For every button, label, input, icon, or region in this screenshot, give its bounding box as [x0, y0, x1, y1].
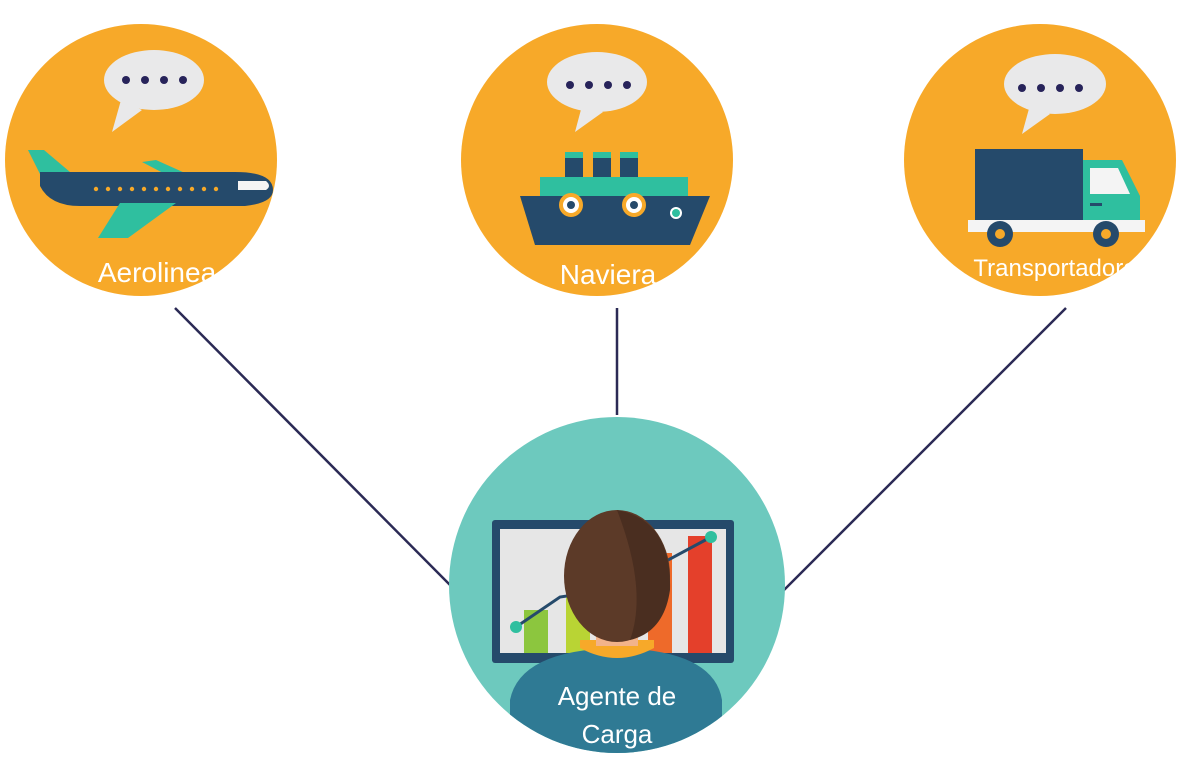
agent-label-line2: Carga — [582, 719, 653, 749]
airline-circle — [5, 24, 277, 296]
ship-icon — [520, 152, 710, 245]
trucking-label: Transportadora — [973, 255, 1137, 282]
airline-label: Aerolinea — [98, 257, 217, 288]
connectors — [174, 307, 1067, 595]
speech-bubble-icon — [547, 52, 647, 132]
node-airline: Aerolinea — [5, 24, 277, 296]
person-icon — [510, 510, 722, 753]
shipping-label: Naviera — [560, 259, 657, 290]
speech-bubble-icon — [1004, 54, 1106, 134]
connector-airline-agent — [174, 307, 456, 591]
node-agent: Agente de Carga — [449, 417, 785, 753]
agent-label-line1: Agente de — [558, 681, 677, 711]
node-trucking: Transportadora — [904, 24, 1176, 296]
node-shipping: Naviera — [461, 24, 733, 296]
truck-icon — [968, 149, 1145, 247]
airplane-icon — [28, 150, 273, 238]
connector-trucking-agent — [779, 307, 1067, 595]
speech-bubble-icon — [104, 50, 204, 132]
